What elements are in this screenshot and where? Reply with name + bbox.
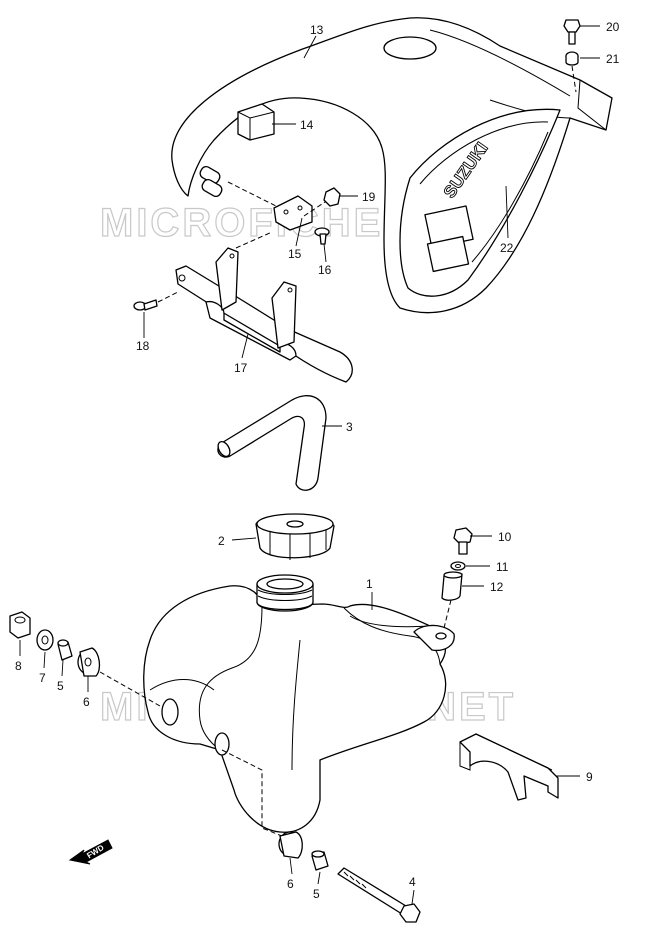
callout-16: 16 <box>318 263 332 277</box>
part-22-decal: SUZUKI <box>399 108 561 297</box>
callout-9: 9 <box>586 770 593 784</box>
part-5-collar-lower <box>311 850 329 871</box>
part-8-nut <box>9 611 31 639</box>
part-11-washer <box>450 561 466 571</box>
part-2-fuel-cap <box>255 513 335 560</box>
callout-15: 15 <box>288 247 302 261</box>
callout-12: 12 <box>490 580 504 594</box>
part-16-screw <box>314 227 330 245</box>
part-6-grommet-upper <box>77 647 101 677</box>
part-1-fuel-tank <box>143 585 455 833</box>
part-9-clamp <box>459 733 559 801</box>
part-15-bracket <box>273 195 313 231</box>
callout-10: 10 <box>498 530 512 544</box>
callout-2: 2 <box>218 534 225 548</box>
callout-8: 8 <box>15 659 22 673</box>
callout-17: 17 <box>234 361 248 375</box>
part-12-spacer <box>441 571 463 601</box>
part-6-grommet-lower <box>278 831 303 859</box>
part-4-bolt <box>337 867 421 923</box>
part-14-pad <box>237 103 275 141</box>
part-5-collar-upper <box>57 639 73 661</box>
cover-grommets <box>199 165 223 198</box>
callout-6-lower: 6 <box>287 877 294 891</box>
callout-21: 21 <box>606 52 620 66</box>
callout-7: 7 <box>39 671 46 685</box>
callout-4: 4 <box>409 875 416 889</box>
part-19-nut <box>323 187 341 207</box>
tank-filler-neck <box>256 574 314 612</box>
callout-18: 18 <box>136 339 150 353</box>
callout-5-upper: 5 <box>57 679 64 693</box>
part-18-screw <box>133 299 158 311</box>
part-10-bolt <box>453 527 473 555</box>
callout-6-upper: 6 <box>83 695 90 709</box>
callout-22: 22 <box>500 241 514 255</box>
part-21-collar <box>565 51 579 66</box>
callout-13: 13 <box>310 23 324 37</box>
part-20-bolt <box>563 19 581 45</box>
callout-14: 14 <box>300 118 314 132</box>
fwd-direction-arrow: FWD <box>68 839 113 865</box>
part-7-washer <box>36 629 54 651</box>
part-17-frame <box>175 247 353 383</box>
callout-20: 20 <box>606 20 620 34</box>
callout-5-lower: 5 <box>313 887 320 901</box>
callout-1: 1 <box>366 577 373 591</box>
part-3-hose <box>217 395 327 491</box>
callout-19: 19 <box>362 190 376 204</box>
callout-3: 3 <box>346 420 353 434</box>
callout-11: 11 <box>496 560 509 574</box>
